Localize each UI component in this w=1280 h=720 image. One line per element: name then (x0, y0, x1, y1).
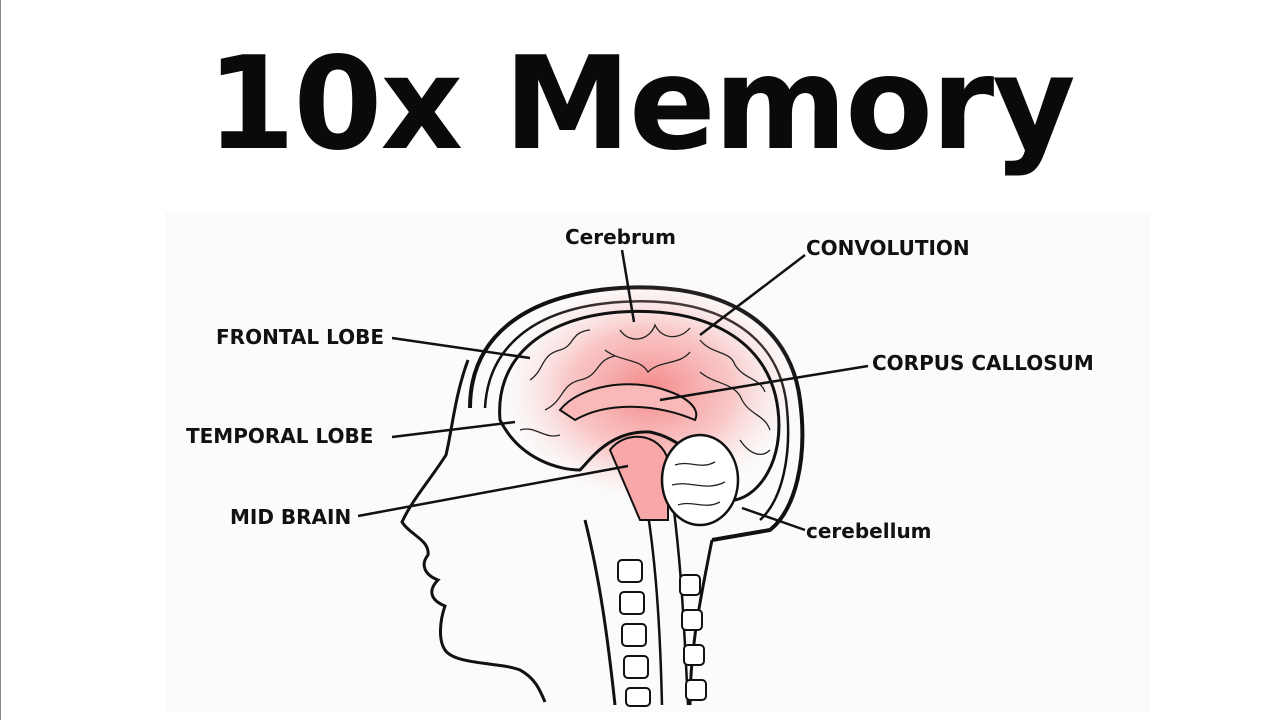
label-cerebellum: cerebellum (806, 519, 932, 543)
leader-convolution (699, 254, 806, 336)
left-frame-edge (0, 0, 1, 720)
leader-frontal-lobe (391, 336, 531, 360)
leader-cerebellum (741, 506, 806, 532)
label-mid-brain: MID BRAIN (230, 505, 351, 529)
leader-temporal-lobe (391, 420, 516, 439)
leader-cerebrum (620, 249, 636, 323)
label-corpus-callosum: CORPUS CALLOSUM (872, 351, 1094, 375)
brain-convolutions (519, 323, 771, 455)
face-profile (400, 359, 547, 703)
vertebrae (617, 559, 707, 707)
label-convolution: CONVOLUTION (806, 236, 970, 260)
leader-corpus-callosum (659, 364, 869, 402)
cerebellum-shape (660, 433, 740, 527)
label-frontal-lobe: FRONTAL LOBE (216, 325, 384, 349)
leader-lines (357, 249, 869, 532)
corpus-callosum (558, 383, 698, 422)
leader-mid-brain (357, 464, 629, 518)
neck-front (583, 519, 617, 706)
label-temporal-lobe: TEMPORAL LOBE (186, 424, 373, 448)
label-cerebrum: Cerebrum (565, 225, 676, 249)
page-title: 10x Memory (206, 30, 1075, 179)
